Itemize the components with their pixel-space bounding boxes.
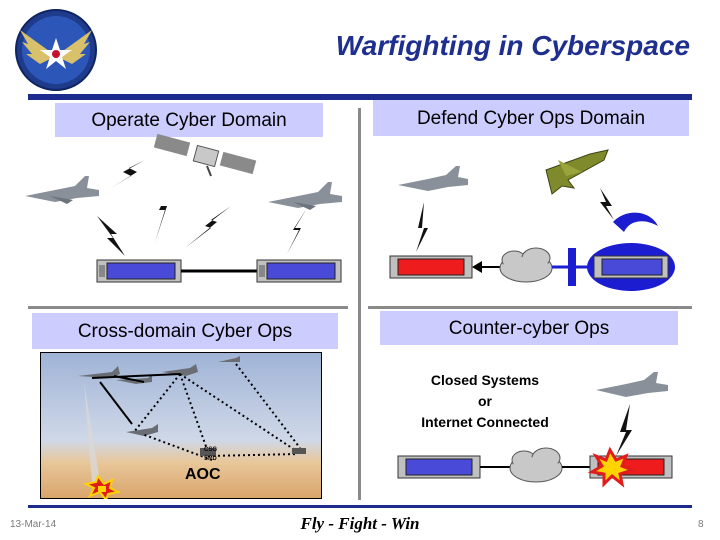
lightning-icon [616, 404, 632, 456]
internet-connected-text: Internet Connected [421, 414, 549, 430]
srd-label: SRD [204, 456, 217, 462]
cross-domain-cyber-ops-label: Cross-domain Cyber Ops [32, 313, 338, 349]
fighter-jet-icon [20, 176, 102, 208]
aoc-label: AOC [185, 466, 221, 483]
cloud-icon [499, 247, 553, 283]
bomber-icon [545, 149, 609, 195]
counter-cyber-ops-diagram [397, 372, 673, 488]
defend-cyber-ops-domain-label: Defend Cyber Ops Domain [373, 100, 689, 136]
horizontal-divider-right [368, 306, 692, 309]
horizontal-divider-left [28, 306, 348, 309]
satellite-icon [153, 133, 257, 177]
server-rack-icon [593, 255, 669, 279]
cross-domain-map [40, 352, 322, 499]
operate-cyber-domain-label: Operate Cyber Domain [55, 103, 323, 137]
server-rack-icon [397, 455, 481, 479]
lightning-icon [416, 188, 614, 252]
footer-date: 13-Mar-14 [10, 519, 57, 530]
lightning-icon [97, 160, 307, 256]
footer-divider [28, 505, 692, 508]
slide-title: Warfighting in Cyberspace [335, 30, 690, 61]
csg-label: CSG [204, 447, 218, 453]
operate-cyber-domain-diagram [20, 133, 345, 283]
fighter-jet-icon [592, 372, 672, 402]
server-rack-icon [389, 255, 473, 279]
fighter-jet-icon [263, 182, 345, 214]
explosion-icon [587, 446, 637, 488]
page-number: 8 [698, 519, 704, 530]
firewall-icon [552, 248, 590, 286]
fighter-jet-icon [393, 166, 473, 196]
server-rack-icon [96, 259, 182, 283]
or-text: or [478, 393, 492, 409]
footer-slogan: Fly - Fight - Win [300, 514, 420, 533]
counter-cyber-ops-label: Counter-cyber Ops [380, 311, 678, 345]
server-rack-icon [256, 259, 342, 283]
defend-cyber-ops-diagram [389, 149, 675, 291]
vertical-divider [358, 108, 361, 500]
closed-systems-text: Closed Systems [430, 372, 540, 388]
cloud-icon [509, 447, 563, 483]
shield-icon [613, 212, 658, 232]
title-divider [28, 94, 692, 100]
air-force-logo-icon [15, 9, 97, 91]
